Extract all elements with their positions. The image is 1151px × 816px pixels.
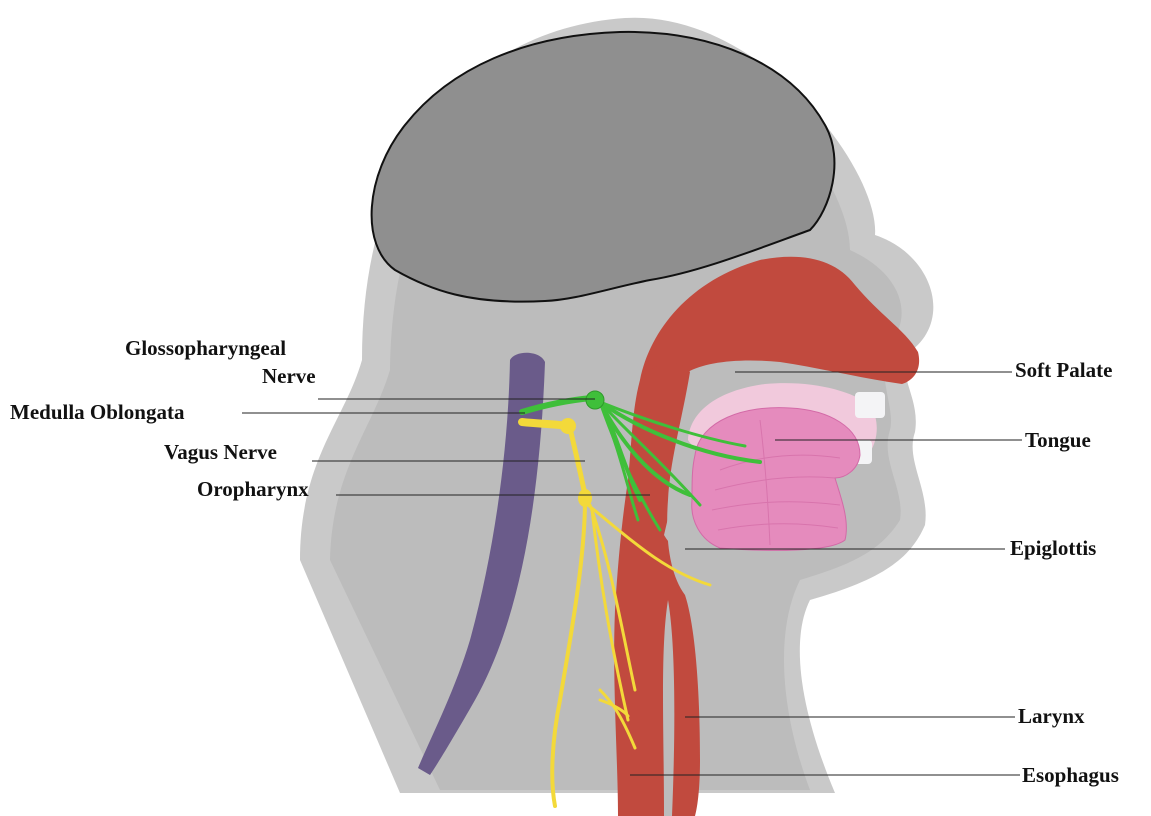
- label-medulla-oblongata: Medulla Oblongata: [10, 400, 185, 424]
- label-glossopharyngeal-line2: Nerve: [262, 364, 316, 388]
- glossopharyngeal-ganglion: [586, 391, 604, 409]
- label-epiglottis: Epiglottis: [1010, 536, 1096, 560]
- label-esophagus: Esophagus: [1022, 763, 1119, 787]
- label-larynx: Larynx: [1018, 704, 1085, 728]
- label-oropharynx: Oropharynx: [197, 477, 309, 501]
- label-vagus-nerve: Vagus Nerve: [164, 440, 277, 464]
- label-soft-palate: Soft Palate: [1015, 358, 1112, 382]
- label-tongue: Tongue: [1025, 428, 1091, 452]
- vagus-ganglion-upper: [560, 418, 576, 434]
- label-glossopharyngeal-line1: Glossopharyngeal: [125, 336, 286, 360]
- upper-teeth: [855, 392, 885, 418]
- vagus-ganglion-lower: [578, 489, 592, 507]
